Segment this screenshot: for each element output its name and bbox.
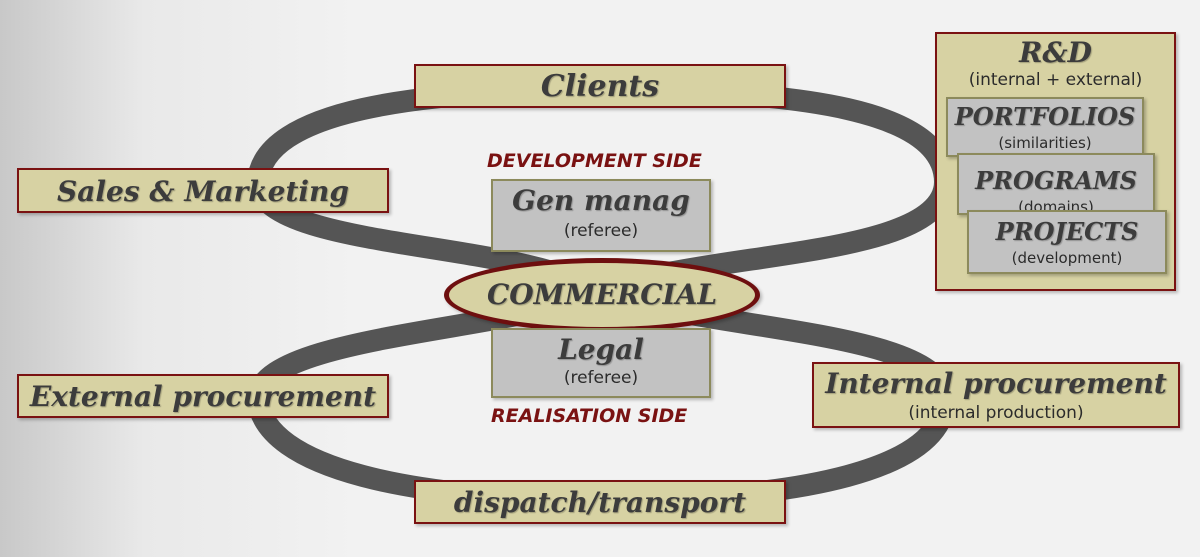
internal-procurement-title: Internal procurement [825,367,1167,400]
legal-sub: (referee) [563,368,639,388]
portfolios-title: PORTFOLIOS [954,102,1136,131]
programs-sub: (domains) [1018,198,1094,215]
programs-title: PROGRAMS [975,166,1137,195]
gen-manag-box: Gen manag (referee) [491,179,711,252]
internal-procurement-box: Internal procurement (internal productio… [812,362,1180,428]
sales-marketing-box: Sales & Marketing [17,168,389,213]
legal-title: Legal [558,333,644,366]
external-procurement-title: External procurement [29,380,377,413]
external-procurement-box: External procurement [17,374,389,418]
commercial-node: COMMERCIAL [444,258,760,332]
gen-manag-title: Gen manag [512,184,690,217]
portfolios-sub: (similarities) [998,134,1092,152]
projects-title: PROJECTS [995,217,1139,246]
realisation-side-label: REALISATION SIDE [491,405,688,427]
projects-box: PROJECTS (development) [967,210,1167,274]
dispatch-transport-title: dispatch/transport [453,486,747,519]
commercial-title: COMMERCIAL [486,278,718,311]
dispatch-transport-box: dispatch/transport [414,480,786,524]
portfolios-box: PORTFOLIOS (similarities) [946,97,1144,157]
rd-title: R&D [1019,36,1092,69]
clients-title: Clients [540,69,660,104]
development-side-label: DEVELOPMENT SIDE [487,150,702,172]
programs-box: PROGRAMS (domains) [957,153,1155,215]
internal-procurement-sub: (internal production) [908,403,1084,423]
clients-box: Clients [414,64,786,108]
legal-box: Legal (referee) [491,328,711,398]
rd-sub: (internal + external) [968,70,1143,90]
gen-manag-sub: (referee) [563,221,639,241]
sales-marketing-title: Sales & Marketing [57,175,349,208]
projects-sub: (development) [1011,249,1123,267]
